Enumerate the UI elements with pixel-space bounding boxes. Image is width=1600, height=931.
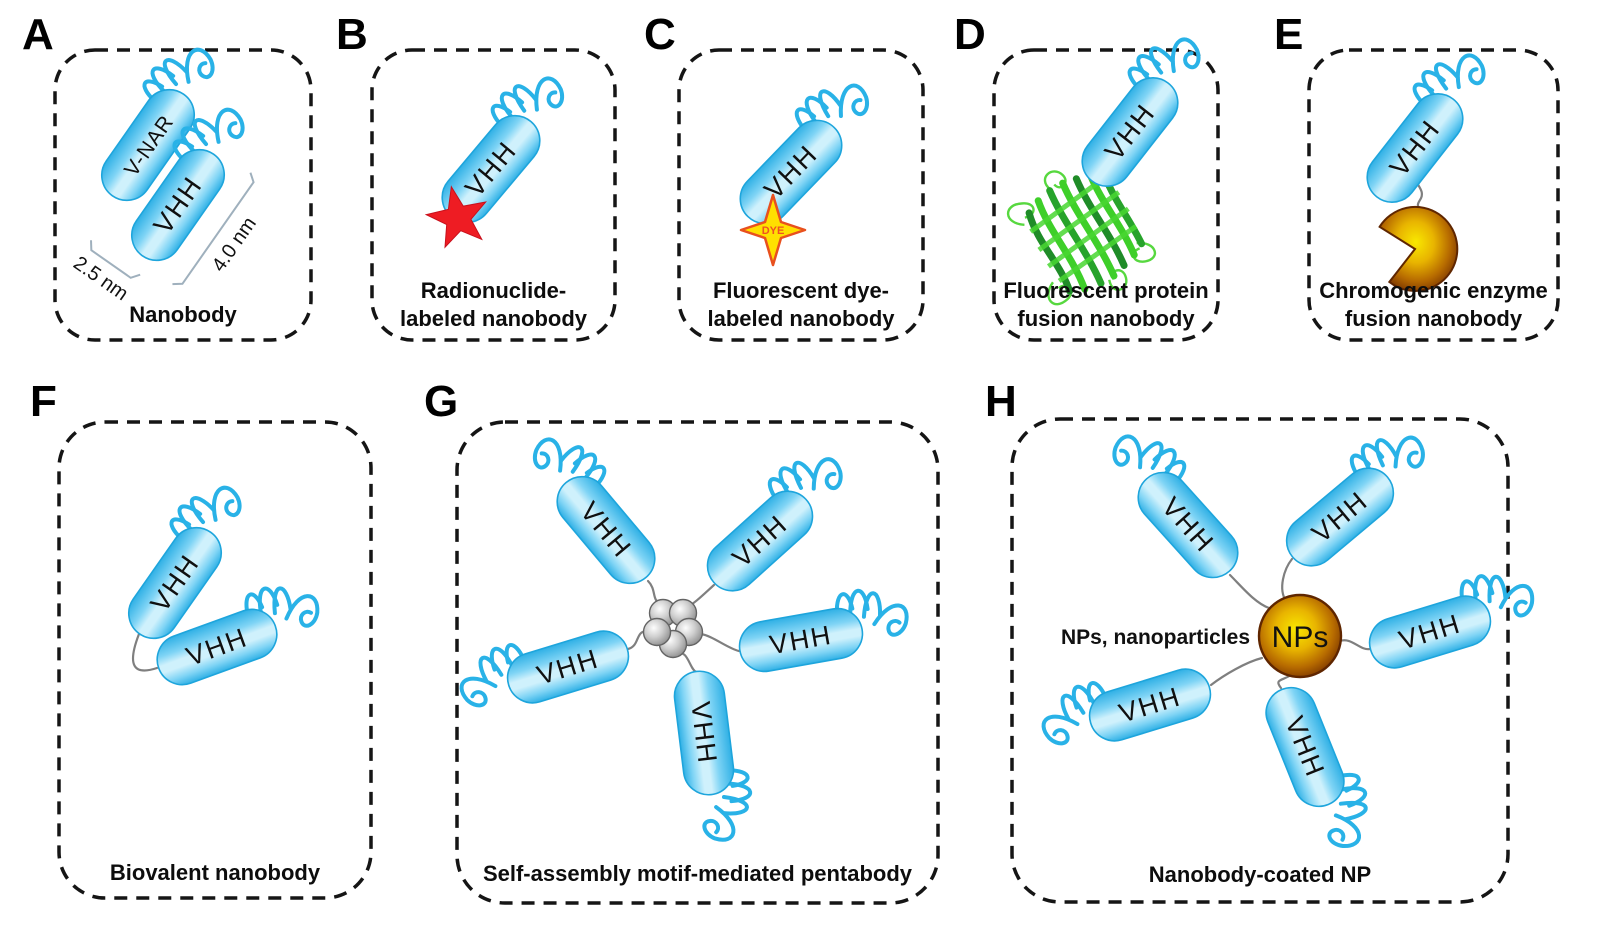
dim-width-label: 2.5 nm	[69, 252, 132, 305]
panel-letter-d: D	[954, 10, 986, 59]
caption-d-line2: fusion nanobody	[1017, 306, 1195, 332]
gfp-protein	[1006, 157, 1157, 306]
vhh-capsule: VHH	[451, 630, 630, 712]
panel-b-dashed-border	[370, 48, 617, 342]
vhh-capsule: VHH	[1265, 686, 1384, 854]
width-dimension: 2.5 nm	[69, 240, 141, 305]
panel-h-nanobody-coated-np: NPs NPs, nanoparticles VHH VHH VHH	[1010, 415, 1539, 904]
caption-f: Biovalent nanobody	[109, 860, 321, 886]
caption-b-line2: labeled nanobody	[399, 306, 588, 332]
vhh-capsule: VHH	[1366, 36, 1493, 203]
panel-g-pentabody: VHH VHH VHH VHH VHH	[451, 420, 940, 905]
panel-d-dashed-border	[992, 48, 1220, 342]
panel-g-dashed-border	[455, 420, 940, 905]
panel-letter-g: G	[424, 377, 459, 426]
vhh-capsule: VHH	[441, 59, 572, 224]
dye-label: DYE	[762, 225, 785, 237]
peptide-linker	[131, 632, 159, 672]
chromogenic-enzyme-icon	[1378, 205, 1459, 292]
vhh-capsule: VHH	[1105, 416, 1239, 579]
panel-e-chromogenic-enzyme: VHH Chromogenic enzyme fusion nanobody	[1307, 36, 1560, 342]
panel-a-nanobody: V-NAR VHH 2.5 nm 4.0 nm Nanobody	[53, 32, 313, 342]
nps-annotation: NPs, nanoparticles	[1061, 626, 1250, 649]
caption-g: Self-assembly motif-mediated pentabody	[482, 861, 913, 887]
panel-letter-b: B	[336, 10, 368, 59]
panel-letter-h: H	[985, 377, 1017, 426]
panel-letter-a: A	[22, 10, 54, 59]
vhh-capsule: VHH	[1368, 561, 1539, 669]
panel-c-dashed-border	[677, 48, 925, 342]
panel-h-dashed-border	[1010, 417, 1510, 904]
panel-b-radionuclide: VHH Radionuclide- labeled nanobody	[370, 48, 617, 342]
panel-letter-c: C	[644, 10, 676, 59]
vhh-capsule: VHH	[706, 437, 850, 592]
dim-length-label: 4.0 nm	[208, 213, 261, 276]
caption-a: Nanobody	[129, 302, 237, 328]
nanoparticle-sphere: NPs	[1257, 593, 1343, 679]
caption-h: Nanobody-coated NP	[1148, 862, 1372, 888]
panel-c-fluorescent-dye: VHH DYE Fluorescent dye- labeled nanobod…	[677, 48, 925, 342]
vhh-capsule: VHH	[1033, 668, 1212, 750]
caption-e-line1: Chromogenic enzyme	[1319, 277, 1548, 303]
vhh-capsule: VHH	[1285, 415, 1433, 567]
panel-letter-f: F	[30, 377, 57, 426]
caption-c-line1: Fluorescent dye-	[712, 277, 890, 303]
vhh-capsule: VHH	[739, 65, 877, 225]
nps-label: NPs	[1272, 621, 1329, 654]
panel-d-fluorescent-protein: VHH Fluorescent protein fusion nanobody	[992, 20, 1220, 342]
caption-c-line2: labeled nanobody	[707, 306, 895, 332]
panel-e-dashed-border	[1307, 48, 1560, 342]
vhh-capsule: VHH	[673, 670, 758, 844]
radionuclide-star-icon	[424, 185, 487, 249]
vhh-capsule: VHH	[738, 581, 912, 673]
panel-f-dashed-border	[57, 420, 373, 900]
panel-f-biovalent: VHH VHH Biovalent nanobody	[57, 420, 373, 900]
panel-letter-e: E	[1274, 10, 1304, 59]
caption-e-line2: fusion nanobody	[1344, 306, 1523, 332]
vhh-capsule: VHH	[156, 571, 325, 686]
dye-star-icon: DYE	[739, 193, 807, 267]
caption-b-line1: Radionuclide-	[420, 277, 567, 303]
panel-a-dashed-border	[53, 48, 313, 342]
vhh-capsule: VHH	[525, 420, 656, 585]
caption-d-line1: Fluorescent protein	[1003, 277, 1209, 303]
self-assembly-motif-spheres	[642, 598, 704, 659]
